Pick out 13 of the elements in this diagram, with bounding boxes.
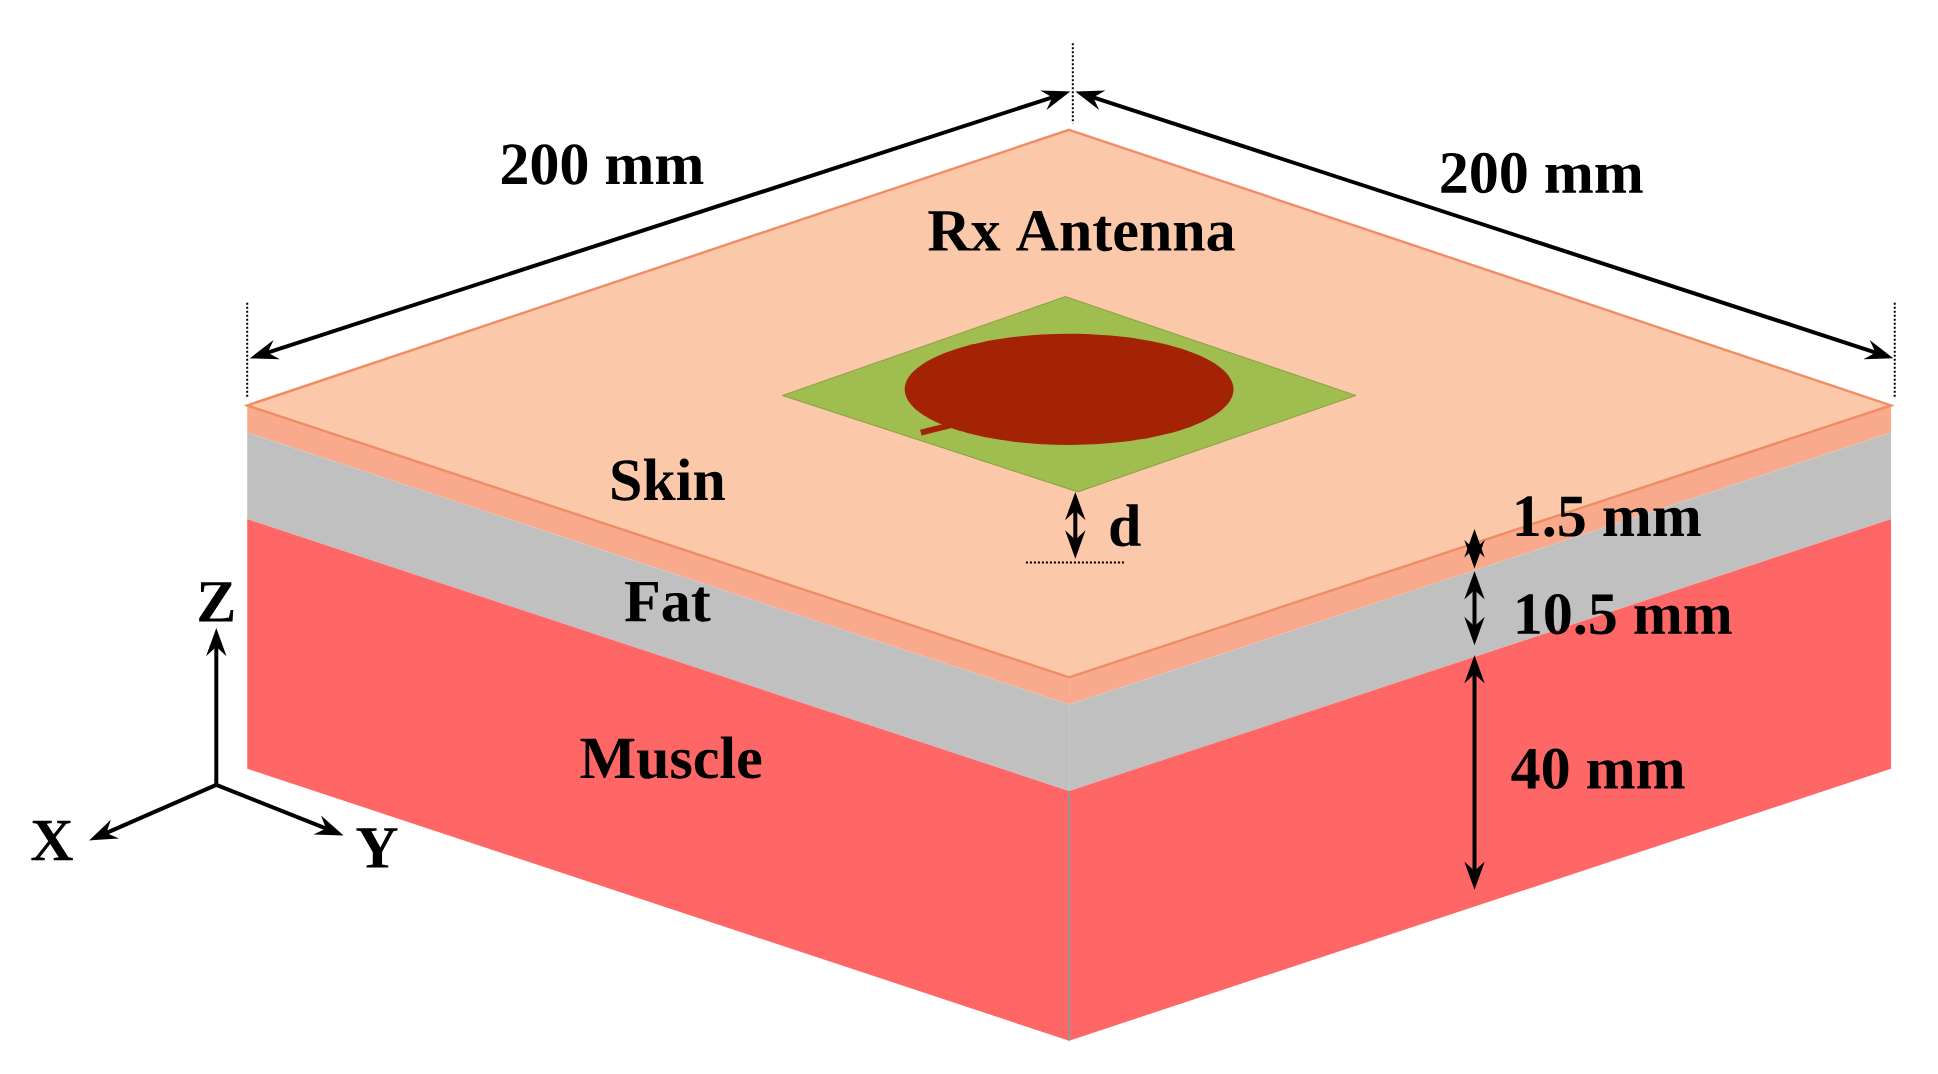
layer-label: Skin [612, 458, 725, 501]
dimension-label: 200 mm [1441, 152, 1643, 194]
layer-label: Fat [625, 581, 711, 622]
axis-label: Z [199, 582, 234, 622]
dimension-label: 40 mm [1511, 748, 1685, 790]
axis-label: X [31, 820, 73, 861]
axis-label: Y [356, 828, 398, 868]
layer-label: Muscle [580, 736, 762, 779]
dimension-label: d [1110, 504, 1141, 547]
dimension-label: 10.5 mm [1517, 593, 1732, 635]
dimension-label: 1.5 mm [1516, 496, 1701, 537]
dimension-label: 200 mm [501, 144, 704, 185]
antenna-label: Rx Antenna [928, 211, 1235, 252]
